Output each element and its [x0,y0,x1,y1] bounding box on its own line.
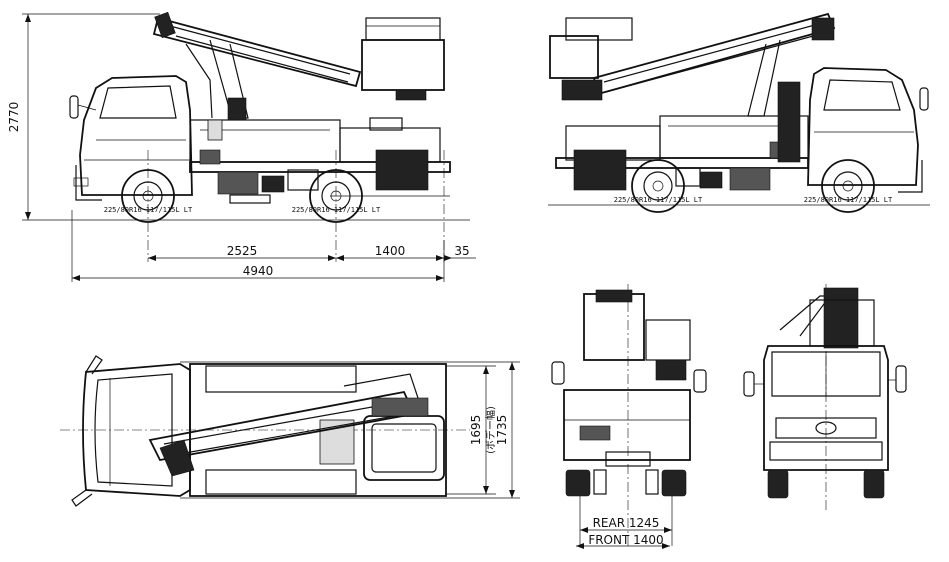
tire-label-front: 225/80R16 117/115L LT [104,206,193,214]
front-view [743,284,907,510]
side-left-boom [152,11,362,121]
top-boom [148,373,419,477]
dim-rear-track: REAR 1245 [593,516,660,530]
dim-rear-axle-spacing: 1400 [375,244,406,258]
dim-overall-length: 4940 [243,264,274,278]
side-right-rear-wheel: 225/80R16 117/115L LT [614,159,703,213]
dim-wheelbase: 2525 [227,244,258,258]
tire-label-right-rear: 225/80R16 117/115L LT [614,196,703,204]
length-dimensions: 2525 1400 35 4940 [71,210,476,282]
side-right-mechanics [573,81,801,191]
top-bucket [363,397,445,481]
tire-label-rear: 225/80R16 117/115L LT [292,206,381,214]
height-dimension: 2770 [7,13,160,221]
dim-overall-height: 2770 [7,102,21,133]
dim-front-track: FRONT 1400 [588,533,663,547]
dim-rear-overhang: 35 [454,244,469,258]
side-view-right: 225/80R16 117/115L LT 225/80R16 117/115L… [548,12,930,213]
side-left-rear-wheel: 225/80R16 117/115L LT [292,169,381,223]
rear-view: REAR 1245 FRONT 1400 [551,284,707,549]
side-left-front-wheel: 225/80R16 117/115L LT [104,169,193,223]
side-view-left: 225/80R16 117/115L LT 225/80R16 117/115L… [7,11,476,282]
top-view: 1695 (ボデー幅) 1735 [60,355,520,507]
side-left-mechanics [199,117,429,204]
width-dimensions: 1695 (ボデー幅) 1735 [180,361,520,499]
side-left-bucket [361,17,445,101]
tire-label-right-front: 225/80R16 117/115L LT [804,196,893,204]
dim-body-width: 1695 [469,415,483,446]
dim-overall-width: 1735 [495,415,509,446]
side-right-front-wheel: 225/80R16 117/115L LT [804,159,893,213]
side-right-bucket [549,17,633,101]
dim-body-width-note: (ボデー幅) [484,406,497,454]
